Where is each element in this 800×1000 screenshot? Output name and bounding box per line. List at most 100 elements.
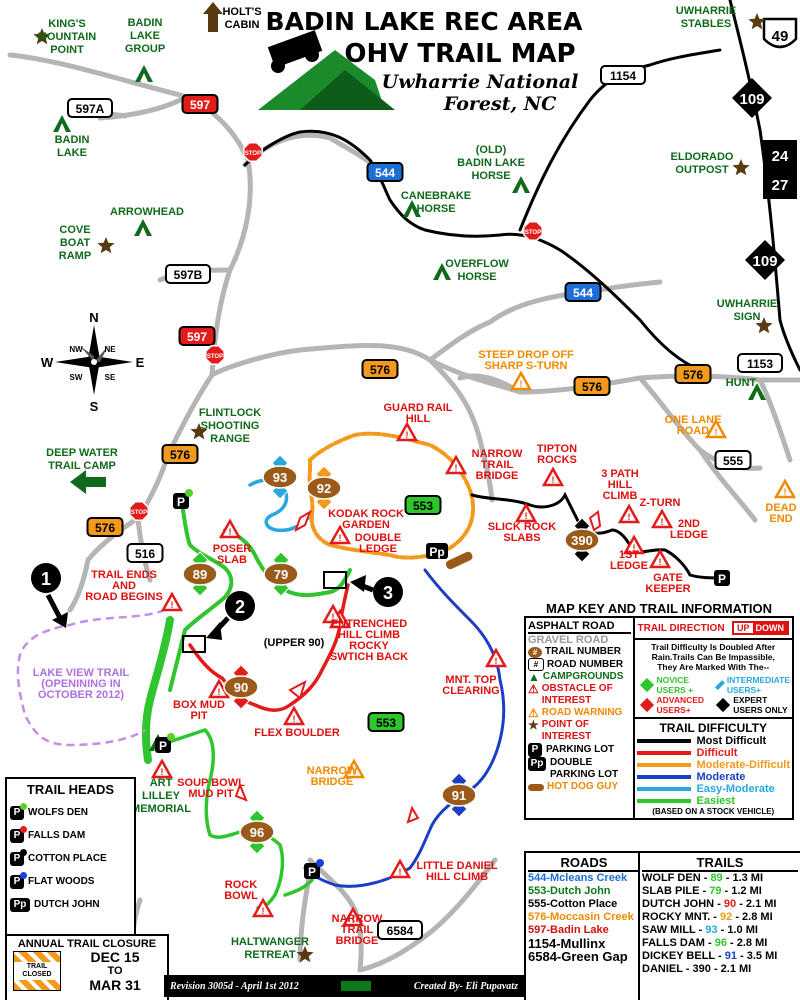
novice-icon (639, 677, 654, 693)
warning-triangle-icon: ! (150, 758, 174, 779)
point-of-interest-star-icon (296, 946, 314, 963)
svg-text:!: ! (262, 906, 265, 916)
warning-triangle-icon: ! (328, 524, 352, 545)
map-key-title: MAP KEY AND TRAIL INFORMATION (524, 601, 794, 618)
difficulty-swatch (636, 787, 691, 791)
road-list-item: 544-Mcleans Creek (528, 872, 628, 884)
trail-number-oval (182, 562, 218, 586)
svg-text:!: ! (293, 714, 296, 724)
trail-number-90: 90 (223, 664, 259, 710)
road-shield-label: 553 (376, 716, 396, 730)
compass-nw: NW (69, 345, 83, 354)
road-shield-r576_a: 576 (361, 359, 399, 379)
campground-icon (135, 65, 153, 82)
compass-w: W (41, 355, 54, 370)
trail-92-path (307, 431, 476, 560)
trail-list-item: WOLF DEN - 89 - 1.3 MI (642, 872, 798, 885)
warning-triangle-icon: ! (444, 454, 468, 475)
road-shield-bg (126, 543, 164, 563)
key-poi-2: INTEREST (541, 731, 592, 742)
road-shield-bg (763, 140, 797, 170)
parking-icon: P (10, 826, 27, 843)
road-shield-bg (165, 264, 211, 284)
svg-text:!: ! (495, 656, 498, 666)
key-novice-2: USERS + (656, 685, 694, 695)
road-list-item: 1154-Mullinx (528, 936, 606, 951)
parking-icon: P (10, 849, 27, 866)
key-poi-1: POINT OF (541, 719, 589, 730)
stop-label: STOP (207, 354, 223, 360)
stop-sign: STOP (205, 345, 225, 365)
svg-text:!: ! (229, 527, 232, 537)
poi-star-icon: ★ (528, 718, 539, 732)
svg-text:!: ! (520, 379, 523, 389)
road-shield-label: 576 (95, 521, 115, 535)
place-label-upper-90: (UPPER 90) (264, 637, 325, 649)
svg-text:!: ! (406, 430, 409, 440)
stop-octagon (523, 221, 543, 241)
trail-number-label: 91 (452, 788, 466, 803)
trail-number-label: 93 (273, 470, 287, 485)
road-shield-bg (732, 78, 772, 118)
warning-triangle-icon: ! (341, 906, 365, 927)
road-list-item: 576-Moccasin Creek (528, 911, 634, 923)
trail-number-390: 390 (564, 517, 600, 563)
place-label-flex-boulder: FLEX BOULDER (254, 727, 340, 739)
svg-text:!: ! (661, 517, 664, 527)
point-of-interest-star-icon (732, 159, 750, 176)
trail-list-name: FALLS DAM - (642, 937, 715, 949)
road-shield-r597_mid: 597 (178, 326, 216, 346)
map-key-panel: MAP KEY AND TRAIL INFORMATION ASPHALT RO… (524, 601, 794, 851)
trail-list-number: 93 (705, 924, 718, 936)
difficulty-note-2: Rain.Trails Can Be Impassible, (651, 652, 775, 662)
svg-text:!: ! (784, 487, 787, 497)
road-shield-label: 544 (375, 166, 395, 180)
trail-number-oval (239, 820, 275, 844)
warning-triangle-icon: ! (704, 418, 728, 439)
warning-triangle-icon: ! (342, 758, 366, 779)
trail-list-distance: - 3.5 MI (736, 950, 778, 962)
trail-list-number: 92 (720, 911, 733, 923)
road-shield-r576_d: 576 (161, 444, 199, 464)
warning-triangles: !!!!!!!!!!!!!!!!!!!!!!!! (150, 370, 797, 927)
marker-3-label: 3 (383, 583, 393, 603)
trail-list-distance: - 1.2 MI (721, 885, 762, 897)
campground-icon (512, 176, 530, 193)
road-shield-bg (161, 444, 199, 464)
trail-number-label: 390 (571, 533, 593, 548)
trail-head-color-dot (20, 803, 27, 810)
key-campgrounds: CAMPGROUNDS (542, 671, 624, 682)
difficulty-label: Easiest (696, 795, 736, 807)
key-novice-1: NOVICE (656, 675, 690, 685)
credit-text: Created By- Eli Pupavatz (413, 980, 518, 992)
svg-text:Pp: Pp (429, 545, 444, 559)
trail-head-label: FLAT WOODS (28, 876, 95, 887)
trail-number-oval (223, 675, 259, 699)
svg-text:!: ! (161, 767, 164, 777)
difficulty-level: Moderate (636, 771, 791, 783)
road-shield-r597_top: 597 (181, 94, 219, 114)
difficulty-swatch (636, 775, 691, 779)
title-logo (258, 30, 395, 110)
marker-2 (225, 591, 255, 621)
stop-label: STOP (245, 151, 261, 157)
key-road-number-icon: # (528, 658, 544, 671)
key-trail-number-icon: # (528, 646, 542, 658)
trail-closed-sign: TRAIL CLOSED (13, 951, 61, 991)
double-parking-icon: Pp (528, 757, 546, 771)
